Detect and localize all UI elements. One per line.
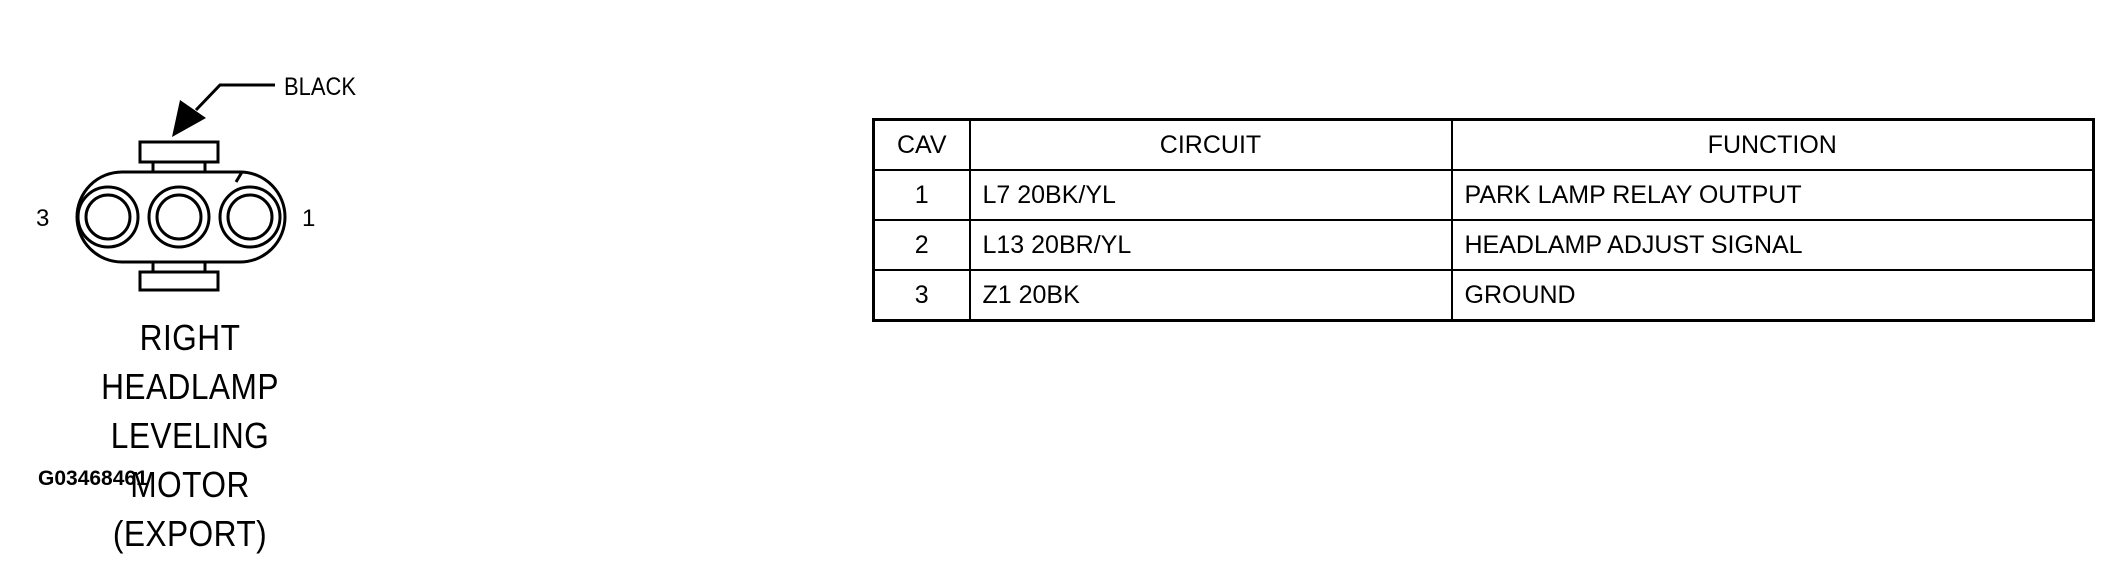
cell-function: GROUND: [1450, 269, 2095, 322]
connector-title-line-3: (EXPORT): [112, 513, 268, 554]
cell-cav: 3: [872, 269, 971, 322]
table-row: 2 L13 20BR/YL HEADLAMP ADJUST SIGNAL: [872, 219, 2095, 271]
pin-label-left: 3: [36, 205, 49, 232]
arrow-head-icon: [172, 100, 206, 137]
cavity-2: [147, 185, 211, 249]
table-row: 1 L7 20BK/YL PARK LAMP RELAY OUTPUT: [872, 169, 2095, 221]
table-header-row: CAV CIRCUIT FUNCTION: [872, 118, 2095, 171]
connector-drawing: BLACK 3 1: [36, 73, 356, 292]
connector-title: RIGHT HEADLAMP LEVELING MOTOR (EXPORT): [49, 313, 331, 558]
connector-title-line-1: RIGHT HEADLAMP: [101, 317, 279, 407]
cavity-3: [76, 185, 140, 249]
connector-title-line-2: LEVELING MOTOR: [110, 415, 270, 505]
table-row: 3 Z1 20BK GROUND: [872, 269, 2095, 322]
connector-latch-top: [138, 140, 220, 164]
color-leader-line: [194, 83, 275, 112]
cell-circuit: L13 20BR/YL: [968, 219, 1453, 271]
pinout-table: CAV CIRCUIT FUNCTION 1 L7 20BK/YL PARK L…: [872, 118, 2095, 322]
header-function: FUNCTION: [1450, 118, 2095, 171]
header-cav: CAV: [872, 118, 971, 171]
color-label: BLACK: [284, 73, 356, 101]
cell-cav: 1: [872, 169, 971, 221]
connector-housing: [75, 170, 287, 264]
cell-cav: 2: [872, 219, 971, 271]
figure-id: G03468461: [38, 467, 148, 490]
cavity-1: [218, 185, 282, 249]
cell-function: HEADLAMP ADJUST SIGNAL: [1450, 219, 2095, 271]
header-circuit: CIRCUIT: [968, 118, 1453, 171]
cell-circuit: L7 20BK/YL: [968, 169, 1453, 221]
cell-function: PARK LAMP RELAY OUTPUT: [1450, 169, 2095, 221]
cell-circuit: Z1 20BK: [968, 269, 1453, 322]
pin-label-right: 1: [302, 205, 315, 232]
connector-latch-bottom: [138, 270, 220, 292]
